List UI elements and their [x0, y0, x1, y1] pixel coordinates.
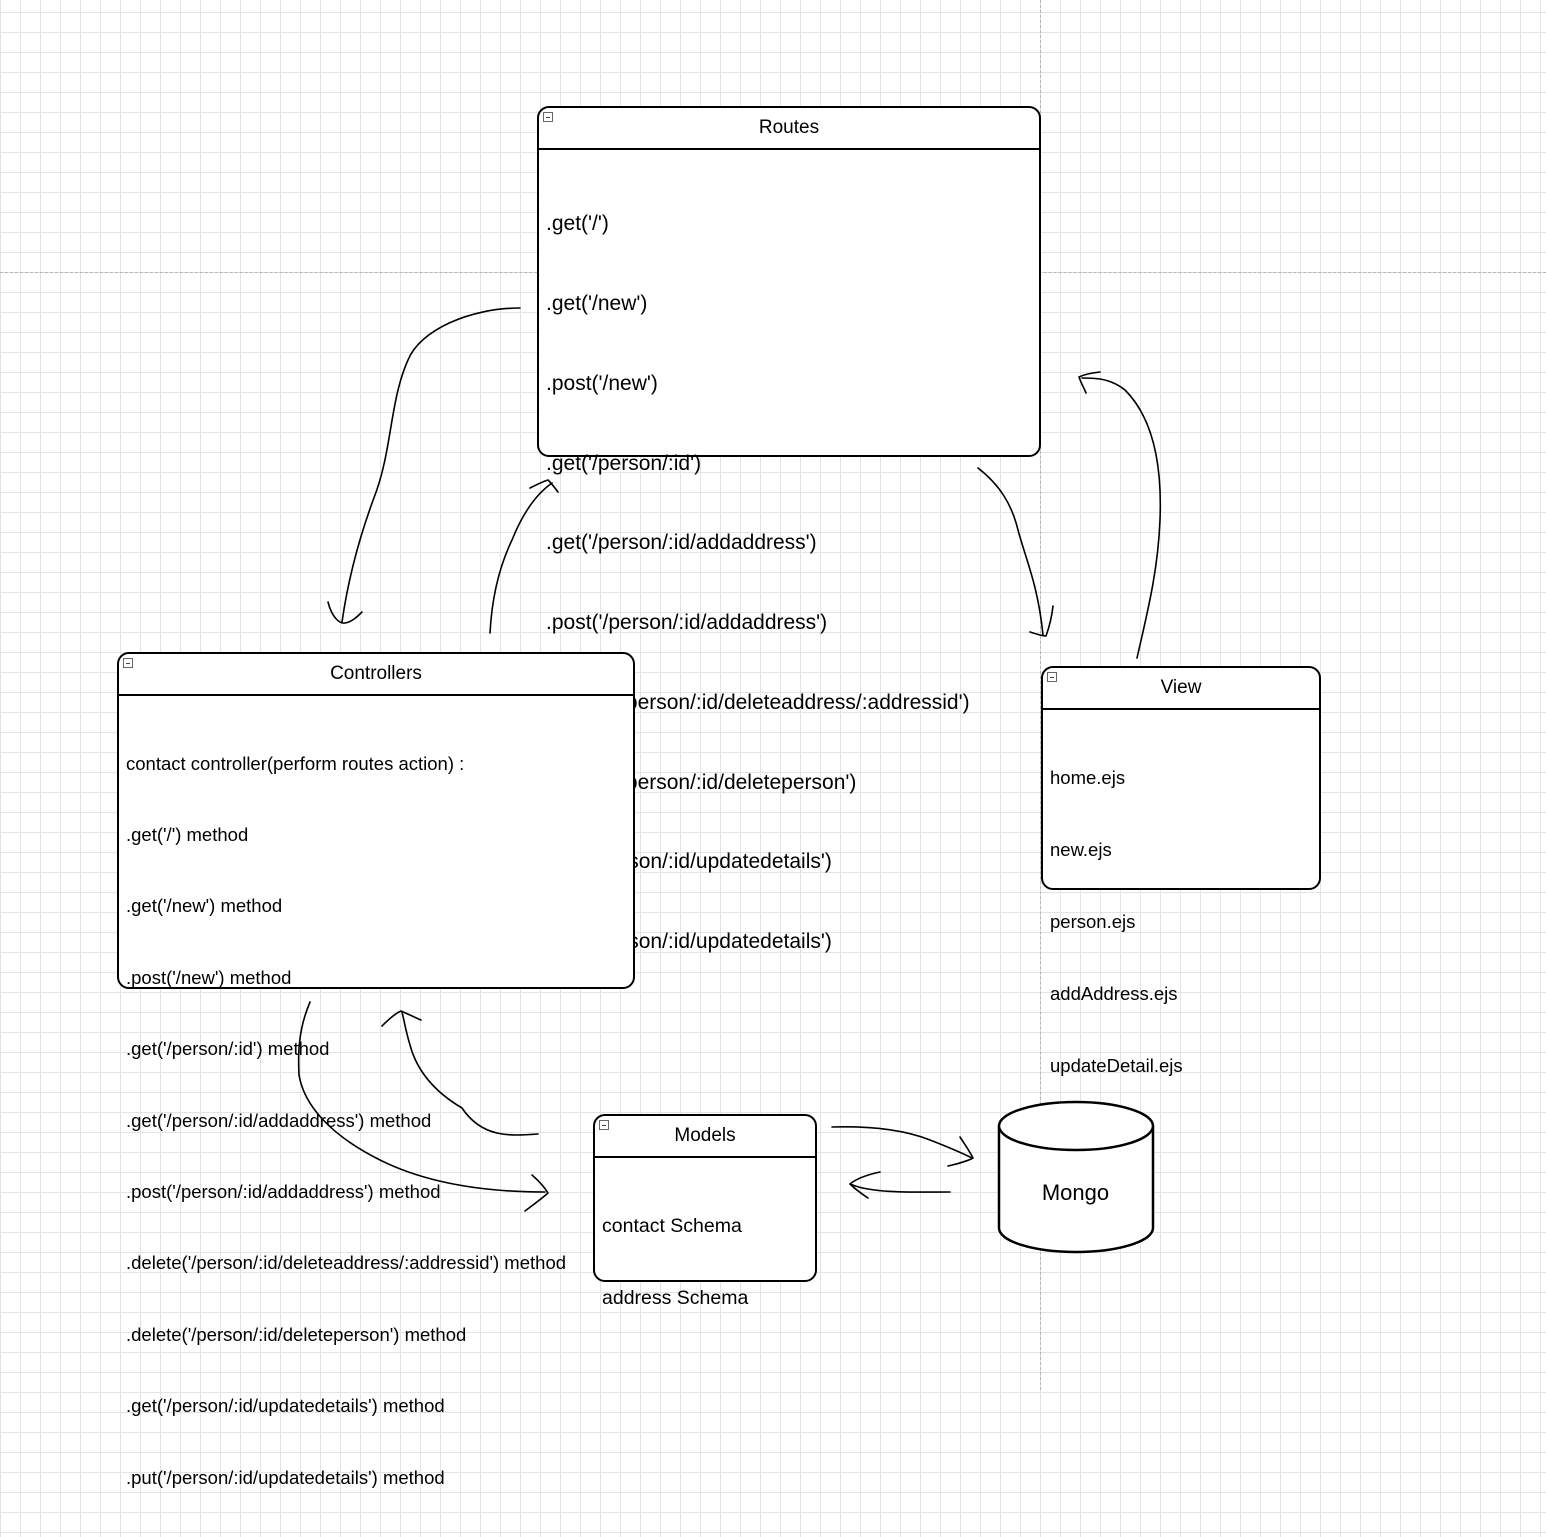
collapse-icon[interactable] [1047, 672, 1057, 682]
arrowhead-routes-to-controllers [327, 601, 363, 624]
route-item: .get('/') [546, 212, 609, 236]
models-header: Models [595, 1116, 815, 1158]
arrow-controllers-to-models [297, 1001, 546, 1193]
mongo-label: Mongo [1041, 1180, 1110, 1205]
models-container[interactable]: Models contact Schema address Schema [593, 1114, 817, 1309]
page-break-guide-vertical [1040, 0, 1041, 1390]
view-header: View [1043, 668, 1319, 710]
route-item: .post('/new') [546, 371, 658, 395]
controllers-title: Controllers [330, 663, 422, 684]
controller-item: .delete('/person/:id/deleteperson') meth… [126, 1323, 467, 1345]
view-container[interactable]: View home.ejs new.ejs person.ejs addAddr… [1041, 666, 1321, 1076]
controller-item: .get('/new') method [126, 895, 283, 917]
view-item: addAddress.ejs [1050, 983, 1178, 1004]
controller-item: .delete('/person/:id/deleteaddress/:addr… [126, 1252, 567, 1274]
routes-header: Routes [539, 108, 1039, 150]
routes-title: Routes [758, 117, 820, 138]
controller-item: contact controller(perform routes action… [126, 752, 465, 774]
collapse-icon[interactable] [123, 658, 133, 668]
arrowhead-models-to-mongo [947, 1136, 974, 1167]
route-item: .get('/person/:id') [546, 451, 702, 475]
routes-container[interactable]: Routes .get('/') .get('/new') .post('/ne… [537, 106, 1041, 953]
controller-item: .get('/') method [126, 823, 249, 845]
controller-item: .post('/new') method [126, 966, 292, 988]
models-title: Models [674, 1125, 736, 1146]
controller-item: .post('/person/:id/addaddress') method [126, 1180, 441, 1202]
model-item: contact Schema [602, 1215, 742, 1237]
view-item: person.ejs [1050, 911, 1136, 932]
view-item: home.ejs [1050, 767, 1126, 788]
arrow-routes-to-view [977, 467, 1044, 636]
view-item: updateDetail.ejs [1050, 1055, 1183, 1076]
arrow-models-to-mongo [831, 1126, 973, 1159]
arrowhead-controllers-to-models [524, 1174, 549, 1212]
mongo-cylinder [997, 1100, 1155, 1254]
route-item: .get('/new') [546, 291, 648, 315]
route-item: .get('/person/:id/addaddress') [546, 531, 817, 555]
arrowhead-routes-to-view [1029, 605, 1054, 637]
model-item: address Schema [602, 1287, 749, 1309]
collapse-icon[interactable] [543, 112, 553, 122]
arrowhead-models-to-controllers [381, 1010, 422, 1027]
view-item: new.ejs [1050, 839, 1112, 860]
controllers-container[interactable]: Controllers contact controller(perform r… [117, 652, 635, 1488]
arrowhead-mongo-to-models [849, 1171, 881, 1199]
arrow-view-to-routes [1081, 377, 1162, 659]
arrow-models-to-controllers [401, 1011, 539, 1136]
connectors [297, 307, 1162, 1254]
controller-item: .put('/person/:id/updatedetails') method [126, 1466, 445, 1488]
arrowhead-controllers-to-routes [529, 479, 559, 493]
arrowhead-view-to-routes [1078, 371, 1101, 394]
route-item: .delete('/person/:id/deleteaddress/:addr… [546, 690, 970, 714]
view-title: View [1160, 677, 1202, 698]
collapse-icon[interactable] [599, 1120, 609, 1130]
controllers-header: Controllers [119, 654, 633, 696]
arrow-mongo-to-models [849, 1183, 951, 1193]
controller-item: .get('/person/:id/addaddress') method [126, 1109, 432, 1131]
controller-item: .get('/person/:id') method [126, 1038, 330, 1060]
controller-item: .get('/person/:id/updatedetails') method [126, 1395, 445, 1417]
arrow-controllers-to-routes [489, 482, 553, 634]
route-item: .post('/person/:id/addaddress') [546, 611, 828, 635]
arrow-routes-to-controllers [341, 307, 521, 623]
